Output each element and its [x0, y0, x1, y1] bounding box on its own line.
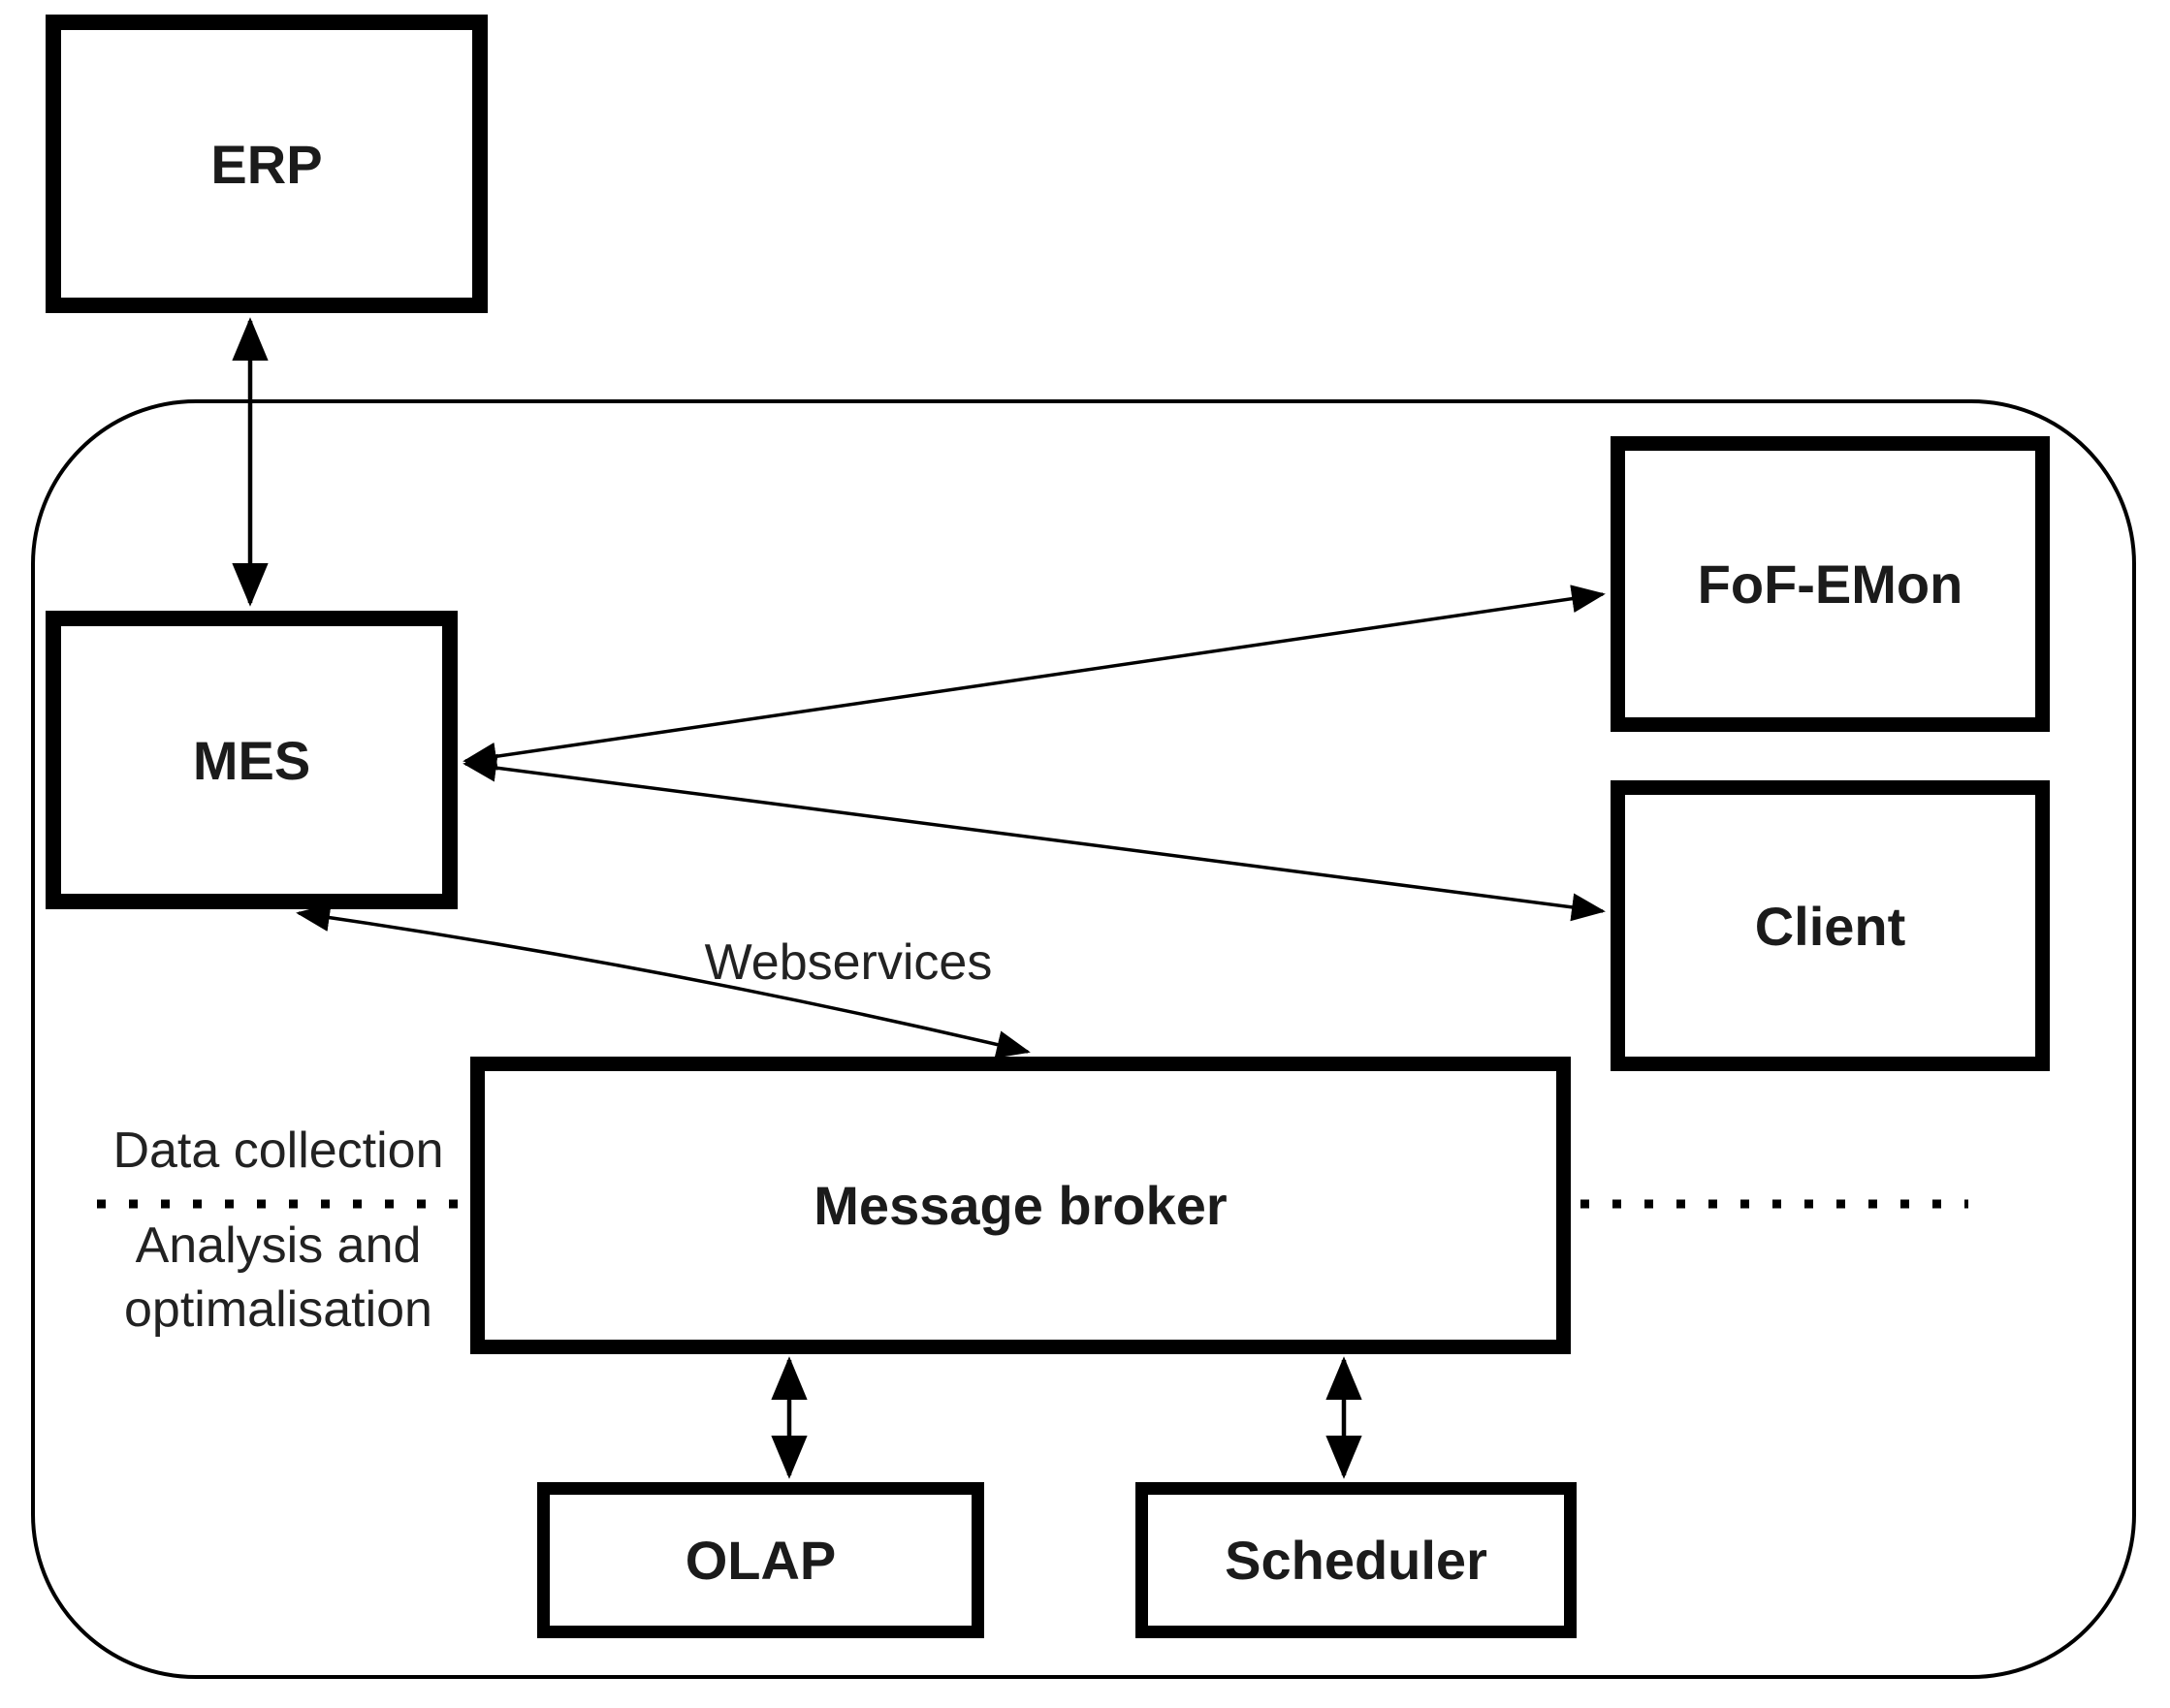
node-scheduler: Scheduler	[1135, 1482, 1577, 1638]
node-erp: ERP	[46, 15, 488, 313]
node-fof-emon: FoF-EMon	[1611, 436, 2050, 732]
node-mes: MES	[46, 611, 458, 909]
node-client-label: Client	[1754, 895, 1906, 957]
node-scheduler-label: Scheduler	[1225, 1530, 1487, 1591]
zone-label-data-collection: Data collection	[112, 1123, 444, 1179]
node-message-broker-label: Message broker	[814, 1175, 1228, 1236]
node-mes-label: MES	[192, 729, 311, 791]
node-olap: OLAP	[537, 1482, 984, 1638]
edge-label-webservices: Webservices	[704, 934, 993, 991]
node-client: Client	[1611, 780, 2050, 1071]
node-message-broker: Message broker	[470, 1057, 1571, 1354]
node-erp-label: ERP	[210, 133, 323, 195]
zone-label-analysis-line1: Analysis and	[135, 1218, 422, 1274]
zone-label-analysis-line2: optimalisation	[124, 1281, 432, 1338]
node-olap-label: OLAP	[685, 1530, 837, 1591]
zone-label-analysis-optimalisation: Analysis and optimalisation	[55, 1214, 501, 1342]
node-fof-emon-label: FoF-EMon	[1697, 554, 1963, 615]
